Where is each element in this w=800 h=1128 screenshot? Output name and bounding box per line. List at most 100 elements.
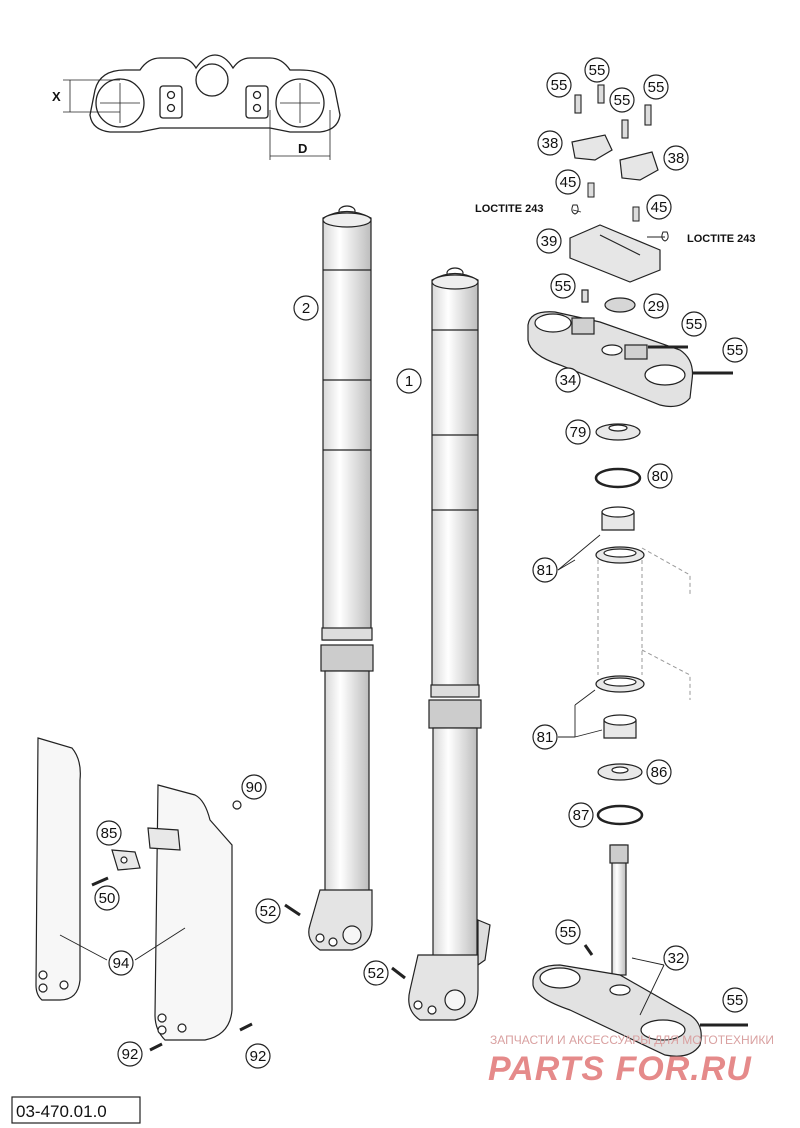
upper-triple-clamp-34 (527, 289, 733, 408)
callout-circle (647, 463, 673, 489)
callout-label: 55 (727, 342, 744, 359)
callout-circle (555, 169, 581, 195)
fork-leg-2 (308, 205, 374, 951)
callout-circle (584, 57, 610, 83)
fork-guard-right (154, 784, 233, 1041)
callout-circle (537, 130, 563, 156)
callout-circle (96, 820, 122, 846)
lower-headset-parts (595, 675, 645, 826)
callout-label: 45 (651, 199, 668, 216)
callout-55: 55 (550, 273, 576, 299)
callout-label: 2 (302, 300, 310, 317)
callout-32: 32 (663, 945, 689, 971)
triple-clamp-dimension-view (63, 54, 341, 160)
callout-55: 55 (722, 337, 748, 363)
callout-52: 52 (363, 960, 389, 986)
callout-2: 2 (293, 295, 319, 321)
callout-circle (245, 1043, 271, 1069)
guard-clamp (91, 800, 406, 1052)
callout-55: 55 (681, 311, 707, 337)
callout-87: 87 (568, 802, 594, 828)
callout-90: 90 (241, 774, 267, 800)
handlebar-clamps-38 (571, 134, 659, 181)
callout-label: 87 (573, 807, 590, 824)
callout-label: 55 (560, 924, 577, 941)
document-number: 03-470.01.0 (16, 1102, 107, 1121)
callout-50: 50 (94, 885, 120, 911)
callout-circle (94, 885, 120, 911)
handlebar-clamp-bolts (574, 84, 652, 139)
callout-label: 79 (570, 424, 587, 441)
callout-38: 38 (663, 145, 689, 171)
callout-label: 92 (250, 1048, 267, 1065)
callout-label: 55 (614, 92, 631, 109)
callout-29: 29 (643, 293, 669, 319)
callout-52: 52 (255, 898, 281, 924)
callout-label: 52 (368, 965, 385, 982)
callout-label: 55 (555, 278, 572, 295)
callout-label: 50 (99, 890, 116, 907)
watermark-brand: PARTS FOR.RU (488, 1050, 752, 1088)
callout-label: 55 (686, 316, 703, 333)
callout-circle (555, 367, 581, 393)
callout-81: 81 (532, 557, 558, 583)
callout-circle (546, 72, 572, 98)
callout-circle (536, 228, 562, 254)
callout-label: 92 (122, 1046, 139, 1063)
callout-circle (568, 802, 594, 828)
document-number-box (11, 1096, 141, 1124)
callout-circle (532, 557, 558, 583)
loctite-label-right: LOCTITE 243 (687, 233, 755, 245)
callout-label: 81 (537, 562, 554, 579)
callout-circle (293, 295, 319, 321)
callout-label: 55 (551, 77, 568, 94)
dimension-d-label: D (298, 141, 307, 156)
callout-55: 55 (555, 919, 581, 945)
callout-94: 94 (108, 950, 134, 976)
callout-label: 34 (560, 372, 577, 389)
callout-circle (255, 898, 281, 924)
callout-group: 5555555538384545395529555534798081818687… (94, 57, 748, 1069)
callout-55: 55 (584, 57, 610, 83)
callout-label: 85 (101, 825, 118, 842)
callout-92: 92 (245, 1043, 271, 1069)
callout-81: 81 (532, 724, 558, 750)
callout-circle (663, 145, 689, 171)
callout-label: 94 (113, 955, 130, 972)
callout-circle (108, 950, 134, 976)
callout-circle (550, 273, 576, 299)
callout-label: 45 (560, 174, 577, 191)
callout-92: 92 (117, 1041, 143, 1067)
callout-circle (681, 311, 707, 337)
callout-1: 1 (396, 368, 422, 394)
fork-leg-1 (408, 267, 491, 1021)
callout-55: 55 (609, 87, 635, 113)
lower-triple-clamp-32 (532, 844, 748, 1057)
callout-39: 39 (536, 228, 562, 254)
callout-circle (609, 87, 635, 113)
callout-circle (363, 960, 389, 986)
callout-55: 55 (722, 987, 748, 1013)
callout-circle (663, 945, 689, 971)
callout-label: 39 (541, 233, 558, 250)
callout-circle (646, 759, 672, 785)
leader-lines (59, 209, 665, 1016)
callout-label: 52 (260, 903, 277, 920)
callout-34: 34 (555, 367, 581, 393)
callout-45: 45 (646, 194, 672, 220)
dimension-x-label: X (52, 89, 61, 104)
callout-circle (722, 337, 748, 363)
callout-circle (643, 293, 669, 319)
callout-label: 1 (405, 373, 413, 390)
handlebar-mount-39 (569, 224, 661, 283)
callout-label: 38 (542, 135, 559, 152)
callout-label: 80 (652, 468, 669, 485)
fork-guard-left (35, 737, 81, 1001)
callout-label: 29 (648, 298, 665, 315)
callout-label: 38 (668, 150, 685, 167)
callout-circle (722, 987, 748, 1013)
callout-circle (565, 419, 591, 445)
loctite-label-left: LOCTITE 243 (475, 203, 543, 215)
callout-38: 38 (537, 130, 563, 156)
